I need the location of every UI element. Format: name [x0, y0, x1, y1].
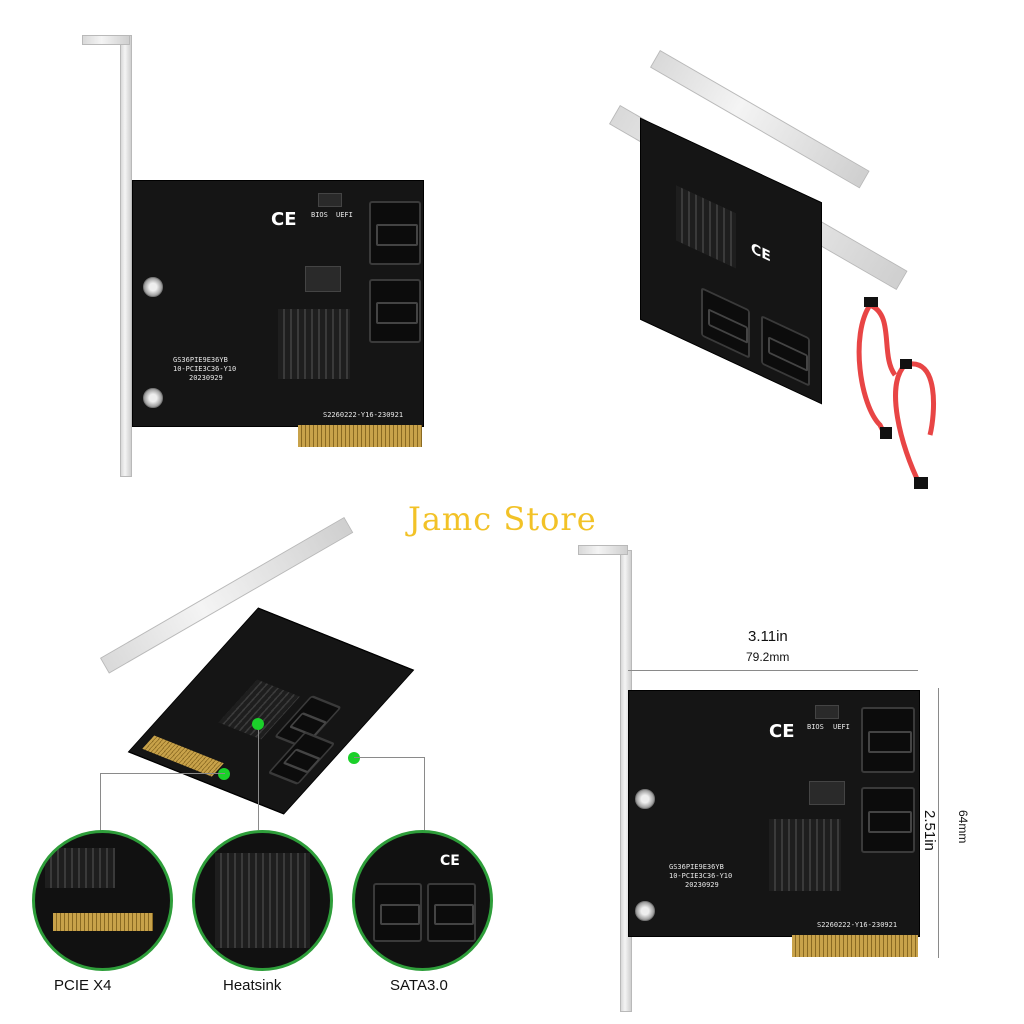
ce-mark: CE [271, 209, 297, 230]
pcb-board-angled: CE [640, 117, 822, 405]
height-mm-label: 64mm [956, 810, 970, 844]
pcie-closeup-fingers [53, 913, 153, 931]
dim-heatsink [769, 819, 841, 891]
sata-port-2 [369, 279, 421, 343]
callout-circle-sata: CE [352, 830, 493, 971]
model-text-2: 10-PCIE3C36-Y10 [173, 365, 237, 373]
panel-front-view: CE BIOS UEFI GS36PIE9E36YB 10-PCIE3C36-Y… [60, 30, 460, 490]
dim-model-text-3: 20230929 [685, 881, 719, 889]
dim-model-text-1: GS36PIE9E36YB [669, 863, 724, 871]
sata-closeup-2 [427, 883, 476, 942]
dim-model-text-2: 10-PCIE3C36-Y10 [669, 872, 733, 880]
ce-mark-closeup: CE [440, 853, 460, 869]
connector-sata-h [354, 757, 424, 758]
pcie-closeup-heatsink [45, 848, 115, 888]
width-mm-label: 79.2mm [746, 650, 790, 664]
panel-feature-callouts: CE PCIE X4 Heatsink SATA3.0 [20, 517, 500, 1020]
pcb-board-isometric [127, 607, 415, 815]
dim-uefi-label: UEFI [833, 723, 850, 731]
heatsink-angled [676, 185, 736, 269]
sata-port-angled-1 [701, 287, 750, 359]
connector-heatsink-v [258, 730, 259, 830]
mounting-screw-bottom [143, 388, 163, 408]
model-text-1: GS36PIE9E36YB [173, 356, 228, 364]
bracket-top-tab [82, 35, 130, 45]
marker-pcie [218, 768, 230, 780]
height-dimension-line [938, 688, 939, 958]
dim-sata-port-2 [861, 787, 915, 853]
mounting-screw-top [143, 277, 163, 297]
pcie-gold-fingers [298, 425, 422, 447]
connector-pcie-h [100, 773, 225, 774]
controller-chip [305, 266, 341, 292]
width-in-label: 3.11in [748, 628, 788, 645]
pcb-board: CE BIOS UEFI GS36PIE9E36YB 10-PCIE3C36-Y… [132, 180, 424, 427]
connector-pcie-v [100, 773, 101, 833]
ce-mark-angled: CE [751, 240, 771, 266]
dim-ce-mark: CE [769, 721, 795, 742]
serial-text: S2260222-Y16-230921 [323, 411, 404, 419]
label-heatsink: Heatsink [223, 977, 282, 994]
model-text-3: 20230929 [189, 374, 223, 382]
panel-dimensions-view: CE BIOS UEFI GS36PIE9E36YB 10-PCIE3C36-Y… [560, 540, 1020, 1020]
dim-sata-port-1 [861, 707, 915, 773]
sata-port-angled-2 [761, 314, 810, 387]
panel-angled-view: CE [580, 10, 1020, 490]
connector-sata-v [424, 757, 425, 833]
callout-circle-heatsink [192, 830, 333, 971]
dim-pcb-board: CE BIOS UEFI GS36PIE9E36YB 10-PCIE3C36-Y… [628, 690, 920, 937]
callout-circle-pcie [32, 830, 173, 971]
bios-switch [318, 193, 342, 207]
dim-serial-text: S2260222-Y16-230921 [817, 921, 898, 929]
marker-heatsink [252, 718, 264, 730]
pcie-gold-fingers-iso [142, 735, 224, 777]
heatsink [278, 309, 350, 379]
sata-cables [856, 297, 937, 489]
label-pcie-x4: PCIE X4 [54, 977, 112, 994]
width-dimension-line [628, 670, 918, 671]
heatsink-closeup [215, 853, 310, 948]
height-in-label: 2.51in [921, 810, 938, 851]
dim-bracket-top-tab [578, 545, 628, 555]
dim-controller-chip [809, 781, 845, 805]
sata-port-1 [369, 201, 421, 265]
sata-port-iso-2 [267, 731, 336, 786]
marker-sata [348, 752, 360, 764]
sata-closeup-1 [373, 883, 422, 942]
dim-bios-label: BIOS [807, 723, 824, 731]
uefi-label: UEFI [336, 211, 353, 219]
dim-pcie-gold-fingers [792, 935, 918, 957]
bios-label: BIOS [311, 211, 328, 219]
label-sata3: SATA3.0 [390, 977, 448, 994]
dim-bios-switch [815, 705, 839, 719]
full-height-bracket [120, 35, 132, 477]
dim-screw-top [635, 789, 655, 809]
store-watermark: Jamc Store [408, 500, 597, 538]
dim-screw-bottom [635, 901, 655, 921]
